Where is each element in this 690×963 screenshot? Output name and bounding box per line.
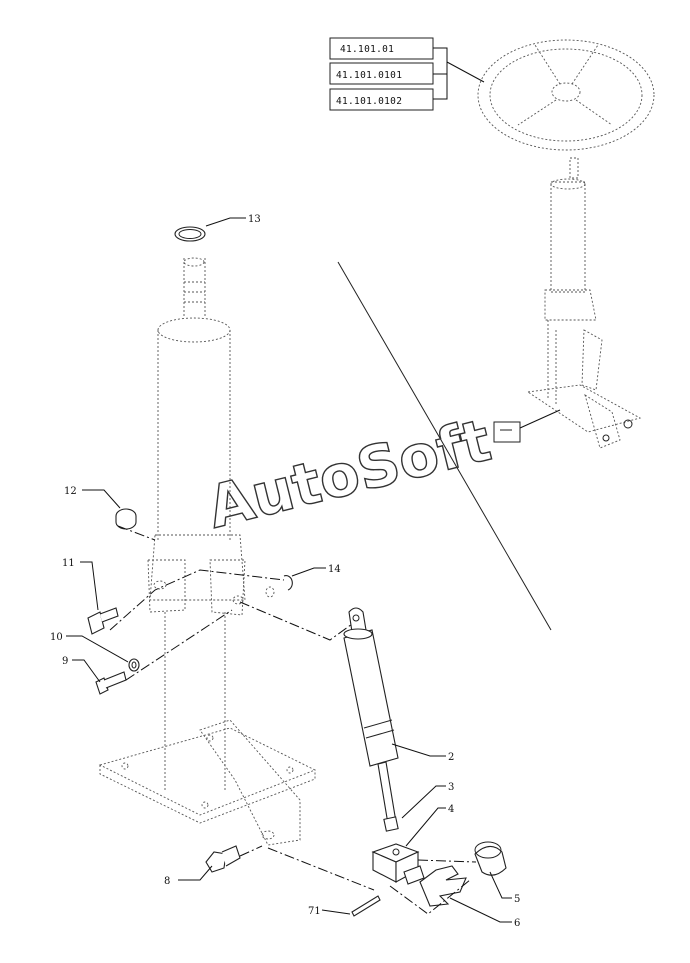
wheel-hub <box>551 82 581 102</box>
callout-9[interactable]: 9 <box>62 656 68 667</box>
assembly-center-lines <box>109 525 477 915</box>
callout-71[interactable]: 71 <box>308 906 321 917</box>
ref-bracket <box>433 47 485 100</box>
callout-3[interactable]: 3 <box>448 782 454 793</box>
steering-wheel-drawing <box>477 39 655 151</box>
part-8-bolt <box>205 845 241 873</box>
callout-4[interactable]: 4 <box>448 804 454 815</box>
callout-11[interactable]: 11 <box>62 558 75 569</box>
part-71-pin <box>351 895 381 917</box>
part-12-cap <box>115 508 137 530</box>
leader-lines <box>66 217 512 923</box>
watermark: AutoSoft <box>201 406 497 542</box>
assembly-reference-box[interactable] <box>493 421 521 443</box>
part-10-washer <box>128 658 140 672</box>
section-divider-line <box>337 261 552 631</box>
steering-column-drawing <box>98 257 317 846</box>
part-9-bolt <box>95 671 127 695</box>
assembled-column-drawing <box>493 157 642 449</box>
part-5-cap <box>474 841 507 876</box>
callout-6[interactable]: 6 <box>514 918 520 929</box>
part-6-latch <box>419 865 467 907</box>
reference-code-group: 41.101.01 41.101.0101 41.101.0102 <box>329 37 485 111</box>
part-13-ring <box>174 226 206 242</box>
ref-code-1: 41.101.01 <box>340 44 394 55</box>
callout-2[interactable]: 2 <box>448 752 454 763</box>
callout-8[interactable]: 8 <box>164 876 170 887</box>
part-2-gas-spring <box>343 607 399 832</box>
part-4-block <box>371 843 425 885</box>
callout-13[interactable]: 13 <box>248 214 261 225</box>
part-11-pin <box>87 607 119 635</box>
callout-12[interactable]: 12 <box>64 486 77 497</box>
wheel-rim-outer <box>477 39 655 151</box>
callout-labels: 13 12 11 14 10 9 2 3 4 8 5 6 71 <box>50 214 520 929</box>
part-14-clip <box>265 575 293 598</box>
callout-10[interactable]: 10 <box>50 632 63 643</box>
callout-14[interactable]: 14 <box>328 564 341 575</box>
wheel-rim-inner <box>489 48 643 142</box>
ref-code-2: 41.101.0101 <box>336 70 402 81</box>
callout-5[interactable]: 5 <box>514 894 520 905</box>
wheel-spokes <box>517 44 613 126</box>
ref-code-3: 41.101.0102 <box>336 96 402 107</box>
